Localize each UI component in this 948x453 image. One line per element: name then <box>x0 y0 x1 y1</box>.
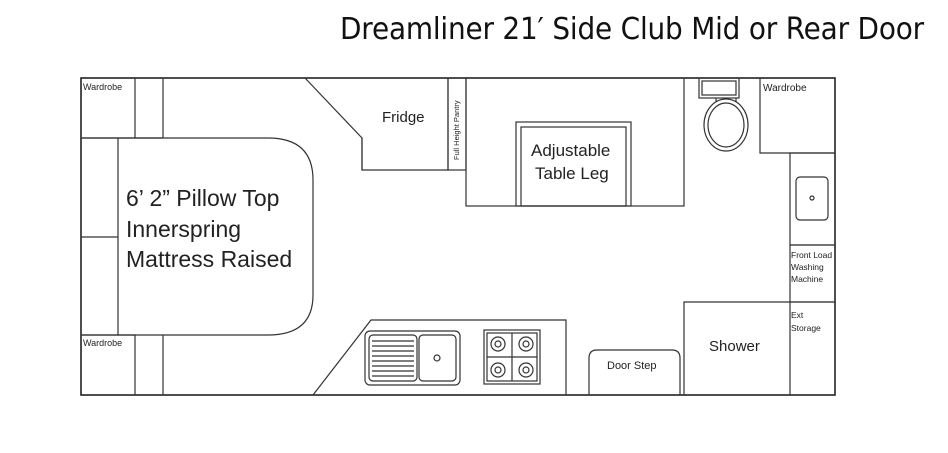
fridge-label: Fridge <box>382 109 425 126</box>
table-label-line1: Adjustable <box>531 141 610 160</box>
kitchen-bench <box>312 319 567 396</box>
shower <box>683 301 790 395</box>
wardrobe-bottom-left-label: Wardrobe <box>83 338 122 348</box>
bed <box>117 137 314 336</box>
plan-title: Dreamliner 21′ Side Club Mid or Rear Doo… <box>340 12 924 47</box>
table-label-line2: Table Leg <box>535 164 609 183</box>
bed-label-line2: Innerspring <box>126 216 241 242</box>
shower-label: Shower <box>709 338 760 355</box>
washer-label-line3: Machine <box>791 274 823 284</box>
toilet-icon <box>698 77 749 152</box>
washer-label-line1: Front Load <box>791 250 832 260</box>
cooktop-icon <box>483 329 541 385</box>
ext-storage <box>789 301 836 396</box>
storage-label-line2: Storage <box>791 323 821 333</box>
wardrobe-top-right-label: Wardrobe <box>763 83 807 94</box>
wardrobe-top-left-label: Wardrobe <box>83 82 122 92</box>
fridge <box>304 77 449 171</box>
door-step-label: Door Step <box>607 360 657 372</box>
door-step <box>588 349 681 395</box>
washer-label-line2: Washing <box>791 262 824 272</box>
bed-label-line3: Mattress Raised <box>126 246 292 272</box>
storage-label-line1: Ext <box>791 310 804 320</box>
bed-label-line1: 6’ 2” Pillow Top <box>126 185 279 211</box>
pantry-label: Full Height Pantry <box>452 100 461 160</box>
basin-icon <box>795 176 829 221</box>
sink-icon <box>364 330 461 386</box>
